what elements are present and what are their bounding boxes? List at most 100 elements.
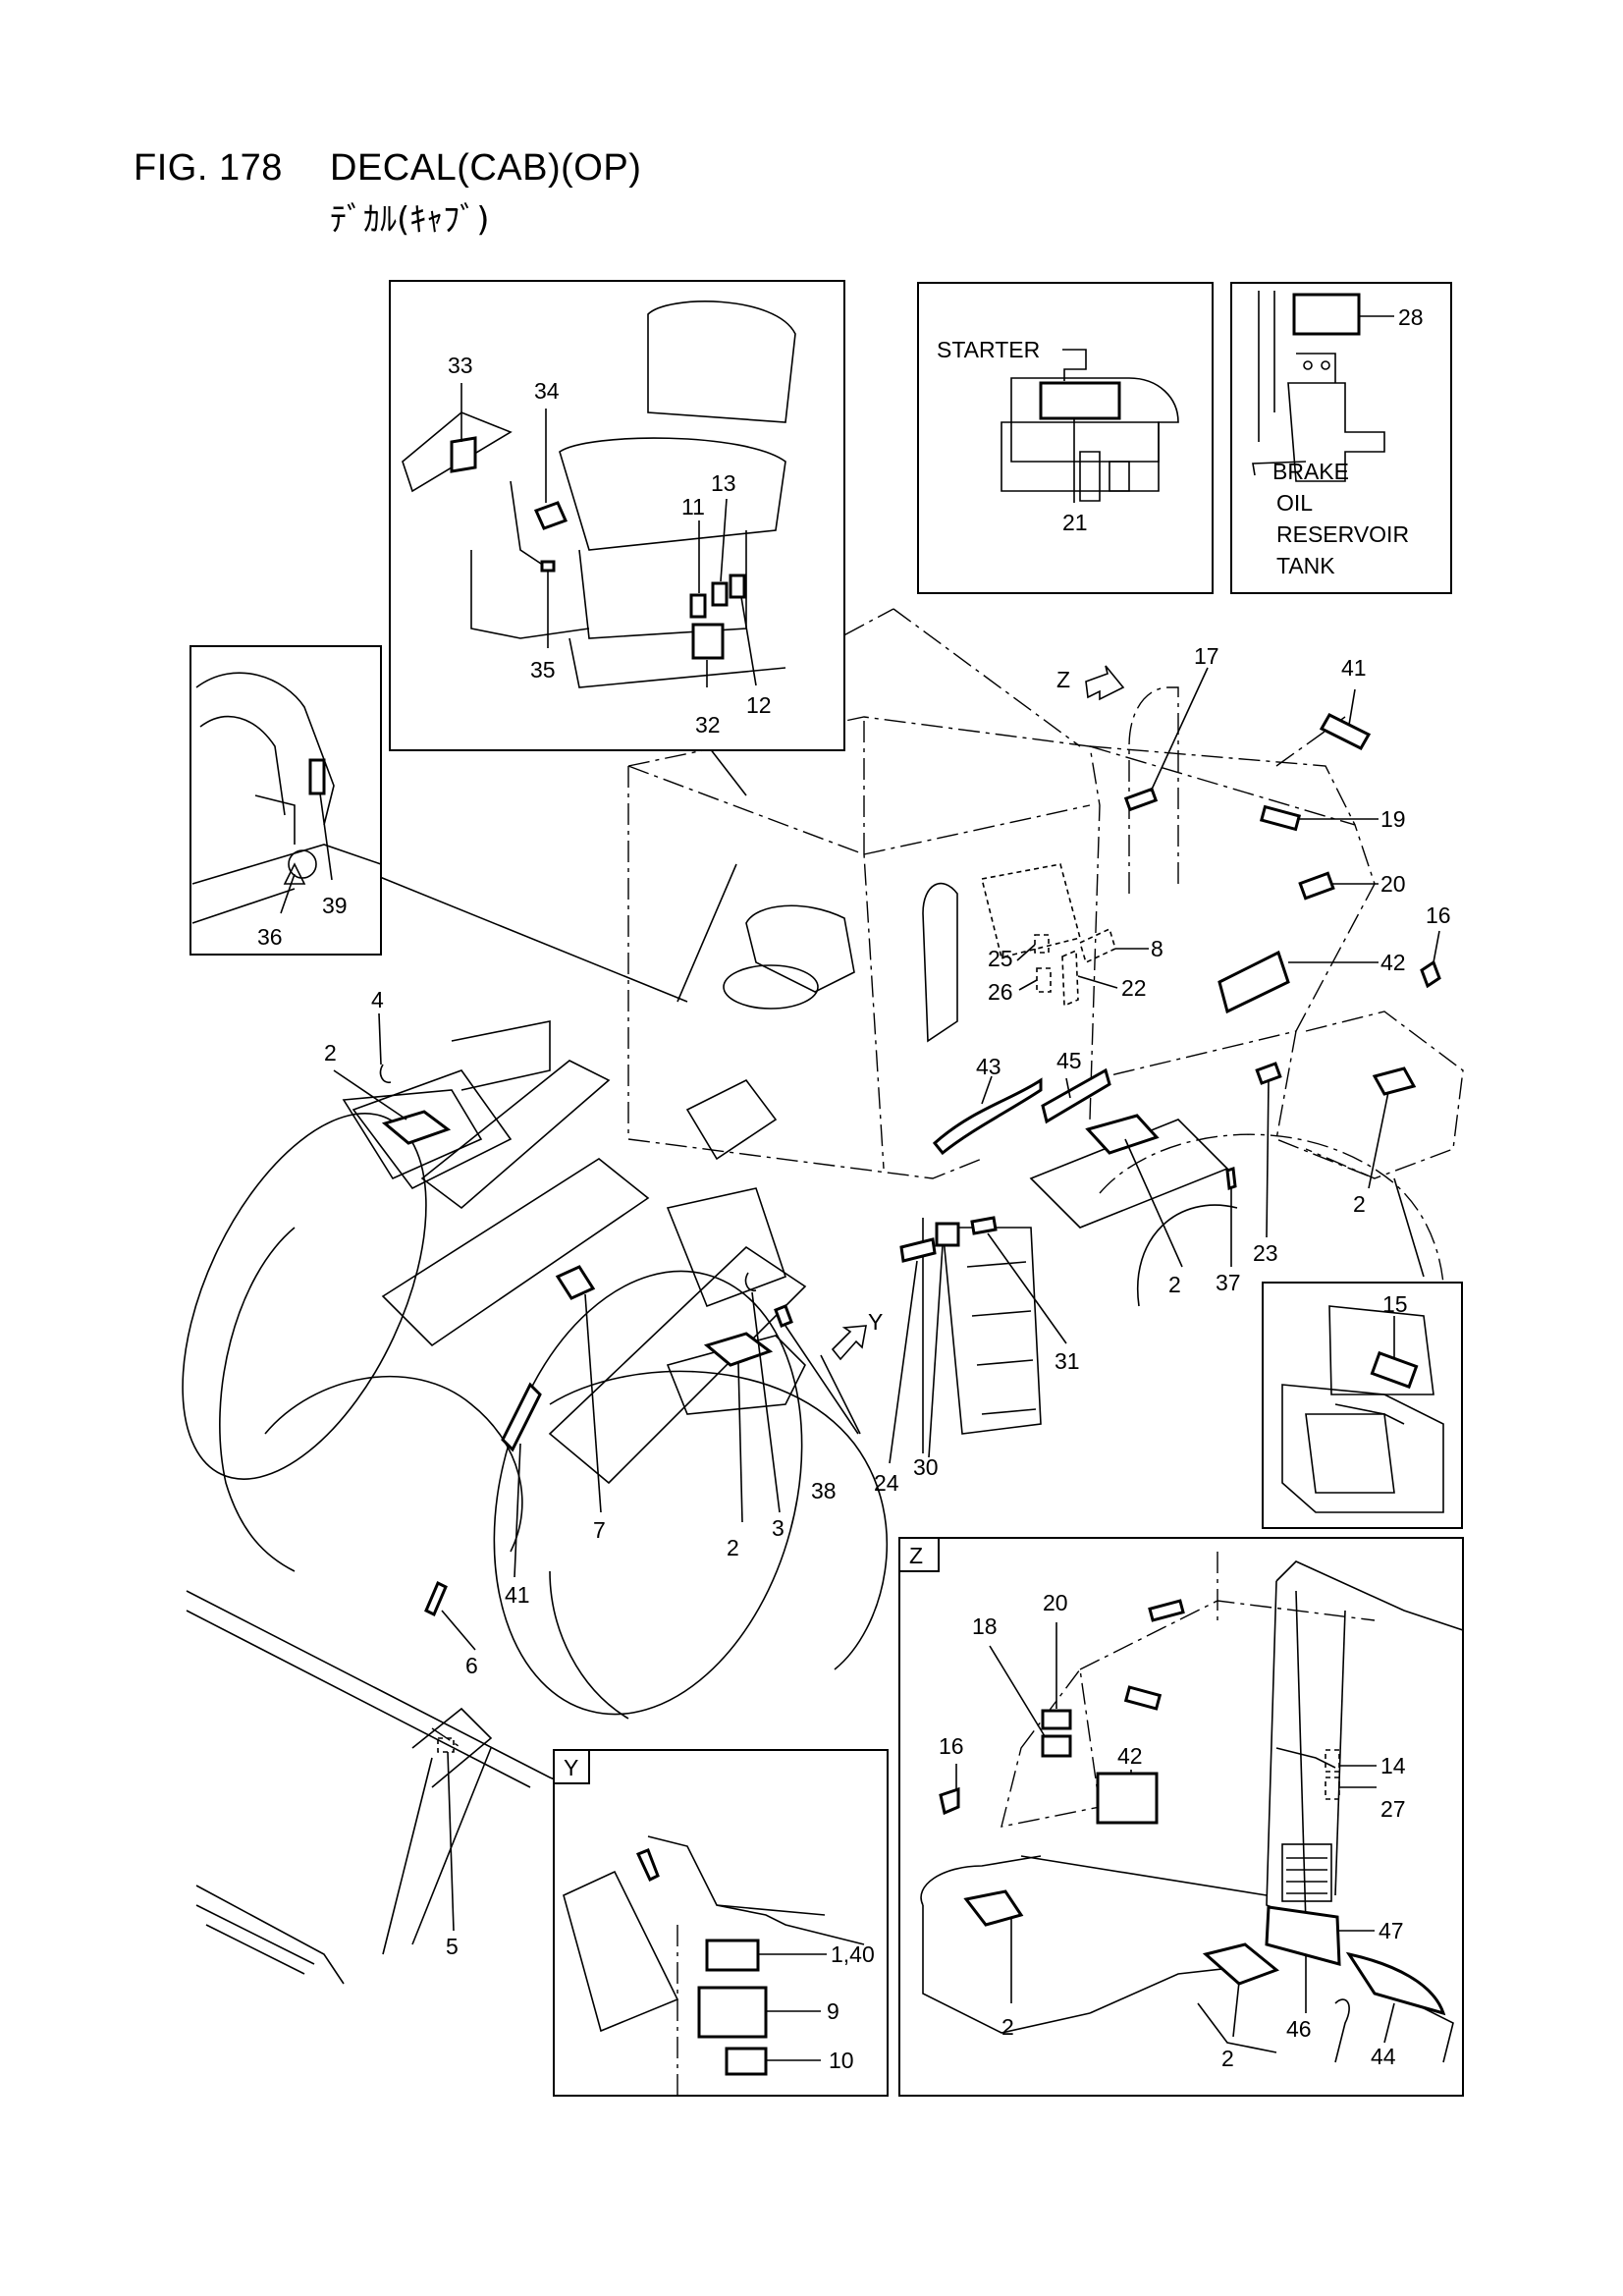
callout-5: 5 [446,1934,459,1959]
decal-17 [1123,787,1159,812]
view-z-tag-box [898,1537,940,1572]
callout-25: 25 [988,946,1013,971]
decal-26 [1036,967,1052,993]
decal-z-20 [1041,1709,1072,1730]
decal-z-2b [1202,1942,1279,1986]
callout-17: 17 [1194,643,1219,669]
dash-inset: 36 39 [189,645,382,956]
callout-32: 32 [695,712,721,738]
starter-inset: STARTER 21 [917,282,1214,594]
decal-10 [725,2047,768,2076]
callout-11: 11 [681,494,705,519]
callout-19: 19 [1380,806,1406,832]
decal-7 [555,1265,596,1300]
decal-2-front [703,1332,774,1367]
decal-25 [1034,934,1050,954]
main-decals: Z Y [324,643,1451,1959]
callout-39: 39 [322,893,348,918]
callout-28: 28 [1398,304,1424,330]
callout-2-left: 2 [324,1040,337,1066]
decal-35 [540,560,556,573]
callout-23: 23 [1253,1240,1278,1266]
callout-9: 9 [827,1998,839,2024]
decal-31 [970,1216,998,1235]
decal-8 [1079,927,1116,964]
callout-43: 43 [976,1054,1001,1079]
callout-30: 30 [913,1454,939,1480]
callout-15: 15 [1382,1291,1408,1317]
callout-z-46: 46 [1286,2016,1312,2042]
seat-inset: 33 34 11 13 35 32 12 [389,280,845,751]
battery-inset-frame [1262,1282,1463,1529]
callout-13: 13 [711,470,736,496]
callout-21: 21 [1062,510,1088,535]
decal-28 [1292,293,1361,336]
callout-2-front: 2 [727,1535,739,1560]
callout-z-44: 44 [1371,2044,1396,2069]
decal-y-small [635,1848,660,1883]
view-z-arrow-label: Z [1056,667,1070,692]
callout-12: 12 [746,692,772,718]
decal-32 [691,623,725,660]
decal-3 [744,1272,757,1292]
decal-1-40 [705,1939,760,1972]
callout-26: 26 [988,979,1013,1005]
decal-2-rear [1085,1114,1160,1155]
decal-2-right [1372,1066,1417,1096]
figure-name: DECAL(CAB)(OP) [330,147,642,189]
view-y-tag-box [553,1749,590,1784]
callout-34: 34 [534,378,560,404]
decal-37 [1225,1166,1237,1191]
view-y-arrow-label: Y [868,1309,883,1335]
starter-label: STARTER [937,337,1040,362]
view-y-arrow [831,1325,867,1361]
callout-7: 7 [593,1517,606,1543]
callout-45: 45 [1056,1048,1082,1073]
callout-z-2a: 2 [1001,2014,1014,2040]
decal-9 [697,1986,768,2039]
view-z-inset: Z [898,1537,1464,2097]
decal-30 [935,1222,960,1247]
view-z-arrow [1085,665,1125,701]
decal-43 [932,1077,1043,1156]
figure-subtitle: ﾃﾞｶﾙ(ｷｬﾌﾞ) [330,200,490,240]
brake-tank-inset: 28 BRAKE OIL RESERVOIR TANK [1230,282,1452,594]
callout-z-16: 16 [939,1733,964,1759]
decal-z-18 [1041,1734,1072,1758]
decal-z-16 [939,1786,960,1816]
brake-label-line2: OIL [1276,490,1313,516]
dash-inset-frame [189,645,382,956]
callout-z-14: 14 [1380,1753,1406,1778]
brake-label-line1: BRAKE [1272,459,1349,484]
decal-45 [1041,1067,1111,1124]
callout-z-2b: 2 [1221,2046,1234,2071]
callout-2-rear: 2 [1168,1272,1181,1297]
decal-34 [533,501,568,530]
decal-21 [1039,381,1121,420]
callout-24: 24 [874,1470,899,1496]
decal-24 [899,1237,937,1263]
callout-1-40: 1,40 [831,1941,875,1967]
decal-41-arm [501,1382,542,1452]
decal-4 [379,1064,392,1084]
decal-z-47 [1265,1905,1341,1966]
decal-20 [1298,871,1335,901]
figure-number: FIG. 178 [134,147,283,189]
callout-20: 20 [1380,871,1406,897]
decal-z-top1 [1148,1599,1185,1622]
callout-31: 31 [1055,1348,1080,1374]
callout-z-20: 20 [1043,1590,1068,1615]
callout-z-27: 27 [1380,1796,1406,1822]
decal-23 [1255,1062,1282,1085]
callout-41-arm: 41 [505,1582,530,1608]
brake-label-line3: RESERVOIR [1276,521,1409,547]
callout-6: 6 [465,1653,478,1678]
callout-35: 35 [530,657,556,683]
callout-2-right: 2 [1353,1191,1366,1217]
decal-19 [1259,804,1302,832]
decal-22 [1061,949,1079,1008]
view-z-inset-frame [898,1537,1464,2097]
callout-8: 8 [1151,936,1163,961]
seat-inset-frame [389,280,845,751]
